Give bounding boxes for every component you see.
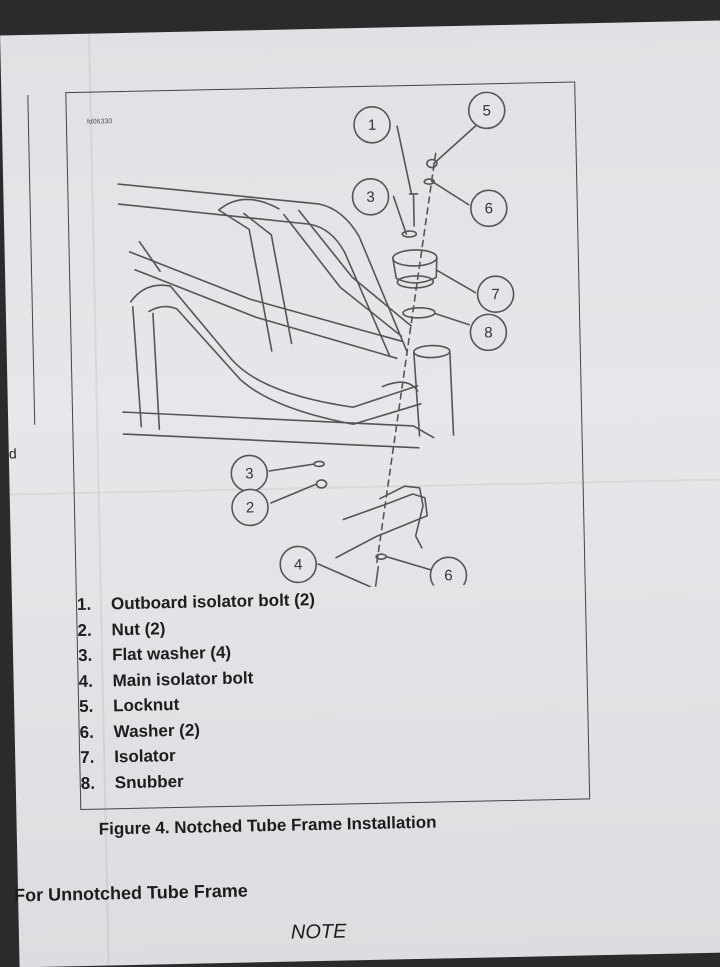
callout-circle (469, 313, 508, 352)
frame-front-post-inner (152, 312, 161, 431)
frame-diagonal (283, 213, 403, 337)
frame-lower-rail-inner (122, 433, 420, 449)
callout-leader (396, 125, 413, 195)
callout-circle (429, 556, 468, 594)
figure-caption: Figure 4. Notched Tube Frame Installatio… (98, 812, 437, 839)
isolator-top (392, 249, 438, 267)
frame-isolator-diagram: 1 5 3 6 7 8 3 2 4 6 (117, 91, 515, 594)
frame-down-tube-inner (148, 305, 422, 426)
callout-leader (434, 312, 471, 326)
callout-number: 6 (444, 567, 453, 584)
callout-leader (385, 555, 438, 573)
frame-cross-brace-2 (243, 212, 293, 345)
left-column-border (27, 94, 36, 425)
callout-leader (268, 463, 315, 472)
callout-circle (353, 105, 391, 144)
snubber-part (402, 307, 436, 319)
frame-arch (217, 198, 280, 211)
callout-leader (433, 123, 478, 165)
callout-circle (467, 91, 506, 130)
frame-end-tube (381, 381, 419, 392)
callout-number: 5 (482, 102, 491, 119)
alignment-line (375, 152, 437, 568)
frame-lower-rail (122, 411, 435, 439)
lower-bracket-arm (379, 485, 424, 549)
locknut-part (426, 158, 438, 169)
mounting-tube-body (412, 350, 455, 437)
frame-front-post (131, 306, 143, 428)
callout-number: 4 (294, 556, 303, 573)
callout-circle (231, 488, 269, 527)
callout-circle (279, 545, 318, 584)
mounting-tube-top (412, 344, 451, 359)
callout-number: 6 (484, 200, 493, 217)
instruction-sheet: d fd06330 (0, 20, 720, 967)
frame-cross-brace (217, 209, 273, 352)
isolator-body (392, 256, 438, 284)
lower-washer-part (313, 460, 325, 468)
callout-leader (436, 269, 477, 294)
main-isolator-bolt-part (368, 565, 380, 594)
frame-diagonal-inner (298, 209, 413, 327)
left-column-text-fragment: d (8, 445, 17, 462)
callout-number: 8 (484, 324, 493, 341)
callout-circle (476, 275, 515, 314)
callout-leader (270, 483, 318, 504)
upper-bolt-part (408, 193, 419, 227)
callout-circle (351, 178, 390, 216)
parts-legend: 1.Outboard isolator bolt (2) 2.Nut (2) 3… (77, 585, 561, 799)
upper-washer-part-2 (423, 178, 436, 185)
callout-leader (392, 195, 408, 235)
callout-circle (470, 189, 508, 228)
figure-frame: fd06330 (65, 81, 591, 811)
callout-leader (431, 180, 470, 206)
upper-washer-part (401, 230, 418, 238)
lower-nut-part (315, 479, 328, 489)
frame-gusset (138, 240, 161, 273)
note-label: NOTE (290, 920, 347, 944)
callout-number: 1 (368, 117, 377, 134)
frame-down-tube (129, 284, 419, 409)
callout-number: 3 (245, 465, 254, 482)
callout-number: 2 (246, 499, 255, 516)
callout-leader (317, 563, 372, 588)
frame-top-rail (117, 183, 408, 352)
section-heading: For Unnotched Tube Frame (13, 880, 248, 906)
isolator-bottom (396, 275, 435, 289)
frame-backbone (128, 251, 403, 342)
callout-number: 7 (491, 286, 500, 303)
frame-backbone-inner (134, 268, 398, 360)
callout-number: 3 (366, 189, 375, 206)
